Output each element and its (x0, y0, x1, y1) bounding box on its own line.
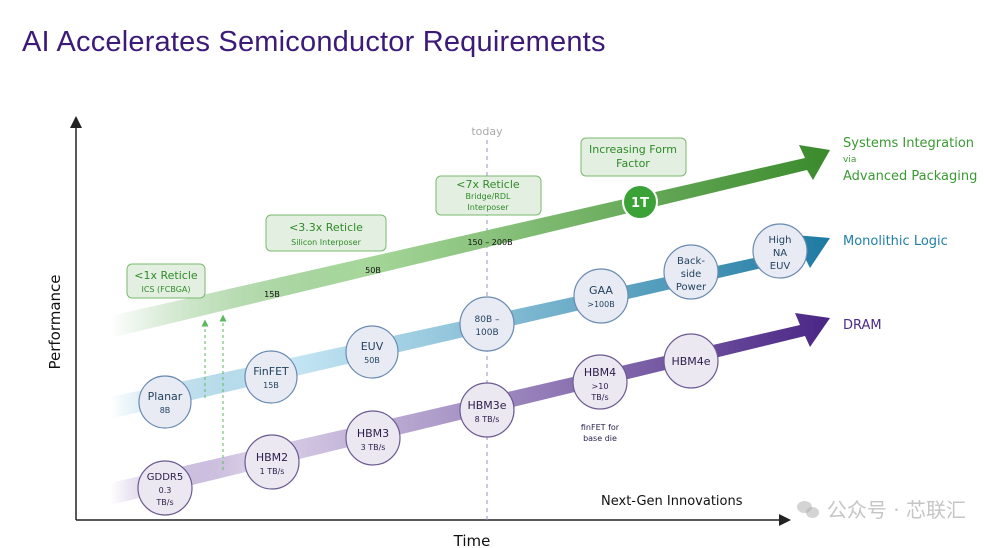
watermark-text: 公众号 · 芯联汇 (826, 498, 966, 522)
callout-si-sub: Silicon Interposer (291, 238, 361, 247)
logic-node-high-na-line3: EUV (770, 261, 791, 272)
logic-node-euv: EUV 50B (345, 325, 399, 379)
callout-si-title: <3.3x Reticle (289, 221, 363, 234)
logic-node-high-na-line1: High (769, 235, 792, 246)
callout-form-line2: Factor (616, 157, 650, 170)
dram-node-hbm2-name: HBM2 (256, 451, 288, 464)
dram-node-gddr5-bw: 0.3 (159, 486, 172, 495)
track-systems-line3: Advanced Packaging (843, 169, 977, 184)
dram-node-hbm3-bw: 3 TB/s (361, 443, 386, 452)
logic-node-finfet-count: 15B (263, 381, 279, 390)
dram-node-gddr5-name: GDDR5 (147, 472, 183, 483)
dram-node-hbm3: HBM3 3 TB/s (345, 410, 401, 466)
dram-node-hbm4e: HBM4e (663, 333, 719, 389)
dram-node-hbm4-name: HBM4 (584, 366, 616, 379)
logic-node-gaa-name: GAA (589, 284, 613, 297)
logic-node-backside-line3: Power (676, 282, 707, 293)
callout-silicon-interposer: <3.3x Reticle Silicon Interposer (265, 214, 387, 252)
logic-node-backside-line2: side (681, 269, 702, 280)
dram-node-hbm3e: HBM3e 8 TB/s (459, 382, 515, 438)
wechat-icon (796, 499, 821, 519)
y-axis-label: Performance (46, 274, 64, 369)
dram-node-hbm4: HBM4 >10 TB/s (572, 354, 628, 410)
count-50b: 50B (365, 266, 381, 275)
dram-node-hbm3e-name: HBM3e (467, 399, 506, 412)
logic-node-backside-power: Back- side Power (663, 244, 719, 300)
logic-node-80-100b-line1: 80B – (475, 315, 500, 325)
track-dram-label: DRAM (843, 318, 882, 333)
dram-node-gddr5-unit: TB/s (155, 498, 173, 507)
callout-bridge-sub: Bridge/RDL (466, 192, 511, 201)
callout-bridge-sub2: Interposer (467, 203, 509, 212)
logic-node-gaa-count: >100B (587, 300, 614, 309)
logic-node-high-na-euv: High NA EUV (752, 223, 808, 279)
logic-node-finfet: FinFET 15B (244, 350, 298, 404)
logic-node-finfet-name: FinFET (253, 365, 289, 378)
track-systems-line1: Systems Integration (843, 136, 974, 151)
logic-node-high-na-line2: NA (773, 248, 787, 259)
callout-ics-sub: ICS (FCBGA) (141, 285, 190, 294)
logic-node-planar: Planar 8B (138, 375, 192, 429)
callout-ics-title: <1x Reticle (134, 269, 198, 282)
logic-node-backside-line1: Back- (677, 256, 705, 267)
1t-badge: 1T (622, 184, 658, 220)
logic-node-planar-count: 8B (160, 406, 171, 415)
logic-node-80-100b-line2: 100B (475, 328, 498, 338)
logic-node-80-100b: 80B – 100B (459, 296, 515, 352)
track-systems-line2: via (843, 155, 856, 165)
dram-node-hbm2: HBM2 1 TB/s (244, 434, 300, 490)
dram-node-hbm2-bw: 1 TB/s (260, 467, 285, 476)
logic-node-planar-name: Planar (148, 390, 183, 403)
callout-bridge-title: <7x Reticle (456, 178, 520, 191)
callout-ics: <1x Reticle ICS (FCBGA) (126, 263, 206, 299)
callout-form-factor: Increasing Form Factor (580, 137, 687, 177)
dram-node-hbm4-bw: >10 (592, 382, 609, 391)
dram-node-gddr5: GDDR5 0.3 TB/s (137, 460, 193, 516)
track-logic-label: Monolithic Logic (843, 234, 948, 249)
dram-node-hbm3e-bw: 8 TB/s (475, 415, 500, 424)
1t-badge-label: 1T (631, 196, 649, 211)
logic-node-euv-count: 50B (364, 356, 380, 365)
page-title: AI Accelerates Semiconductor Requirement… (22, 26, 606, 58)
today-label: today (471, 125, 503, 138)
dram-note-line2: base die (583, 434, 617, 443)
logic-node-euv-name: EUV (361, 340, 384, 353)
dram-node-hbm3-name: HBM3 (357, 427, 389, 440)
watermark: 公众号 · 芯联汇 (796, 494, 966, 523)
callout-form-line1: Increasing Form (589, 143, 677, 156)
count-15b: 15B (264, 290, 280, 299)
count-150-200b: 150 – 200B (467, 238, 512, 247)
callout-bridge-rdl: <7x Reticle Bridge/RDL Interposer (435, 175, 542, 216)
dram-node-hbm4e-name: HBM4e (671, 355, 710, 368)
dram-node-hbm4-unit: TB/s (590, 393, 608, 402)
x-axis-label: Time (453, 532, 491, 548)
next-gen-label: Next-Gen Innovations (601, 494, 743, 509)
logic-node-gaa: GAA >100B (573, 268, 629, 324)
dram-note-line1: finFET for (581, 423, 620, 432)
